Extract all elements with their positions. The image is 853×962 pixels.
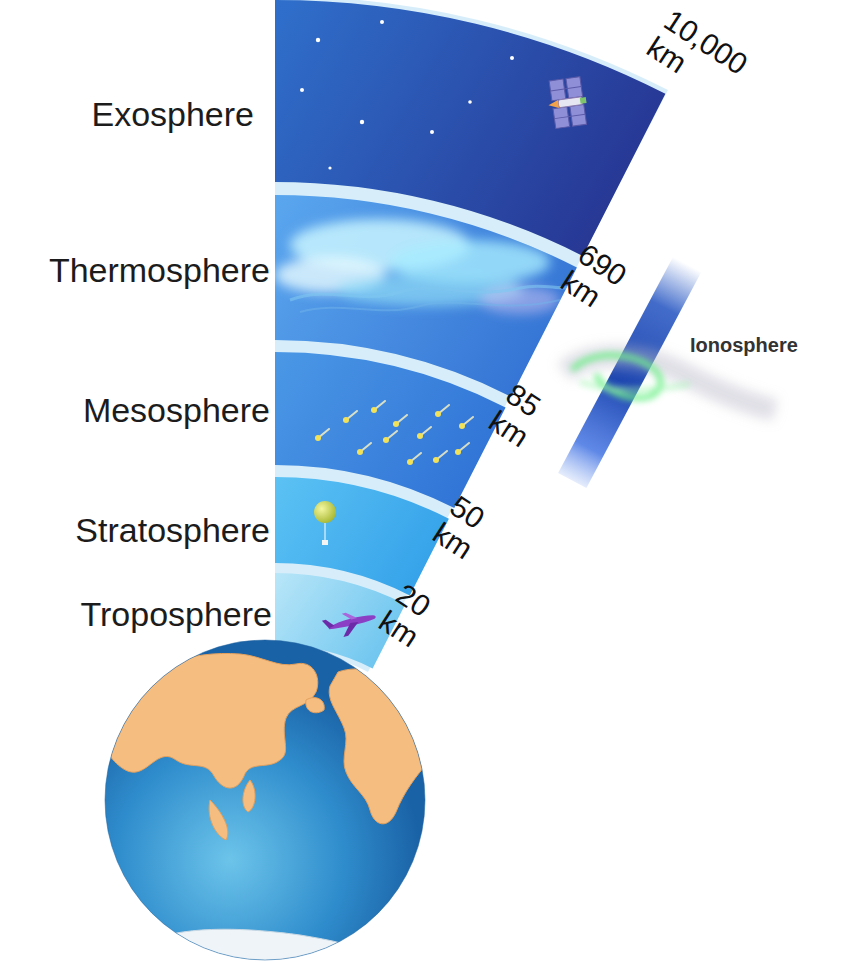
layer-name: Thermosphere (49, 252, 270, 289)
aurora-cloud (275, 219, 575, 314)
wedge-ground (275, 0, 668, 672)
weather-balloon (314, 501, 336, 545)
layer-name: Troposphere (80, 596, 272, 633)
layer-name: Stratosphere (75, 512, 270, 549)
region-label: Ionosphere (690, 334, 798, 356)
stars (300, 20, 514, 170)
meteors (315, 401, 473, 465)
satellite (545, 76, 589, 129)
airplane (321, 606, 378, 641)
earth-globe (104, 640, 430, 962)
layer-name: Mesosphere (83, 392, 270, 429)
layer-name: Exosphere (91, 96, 254, 133)
